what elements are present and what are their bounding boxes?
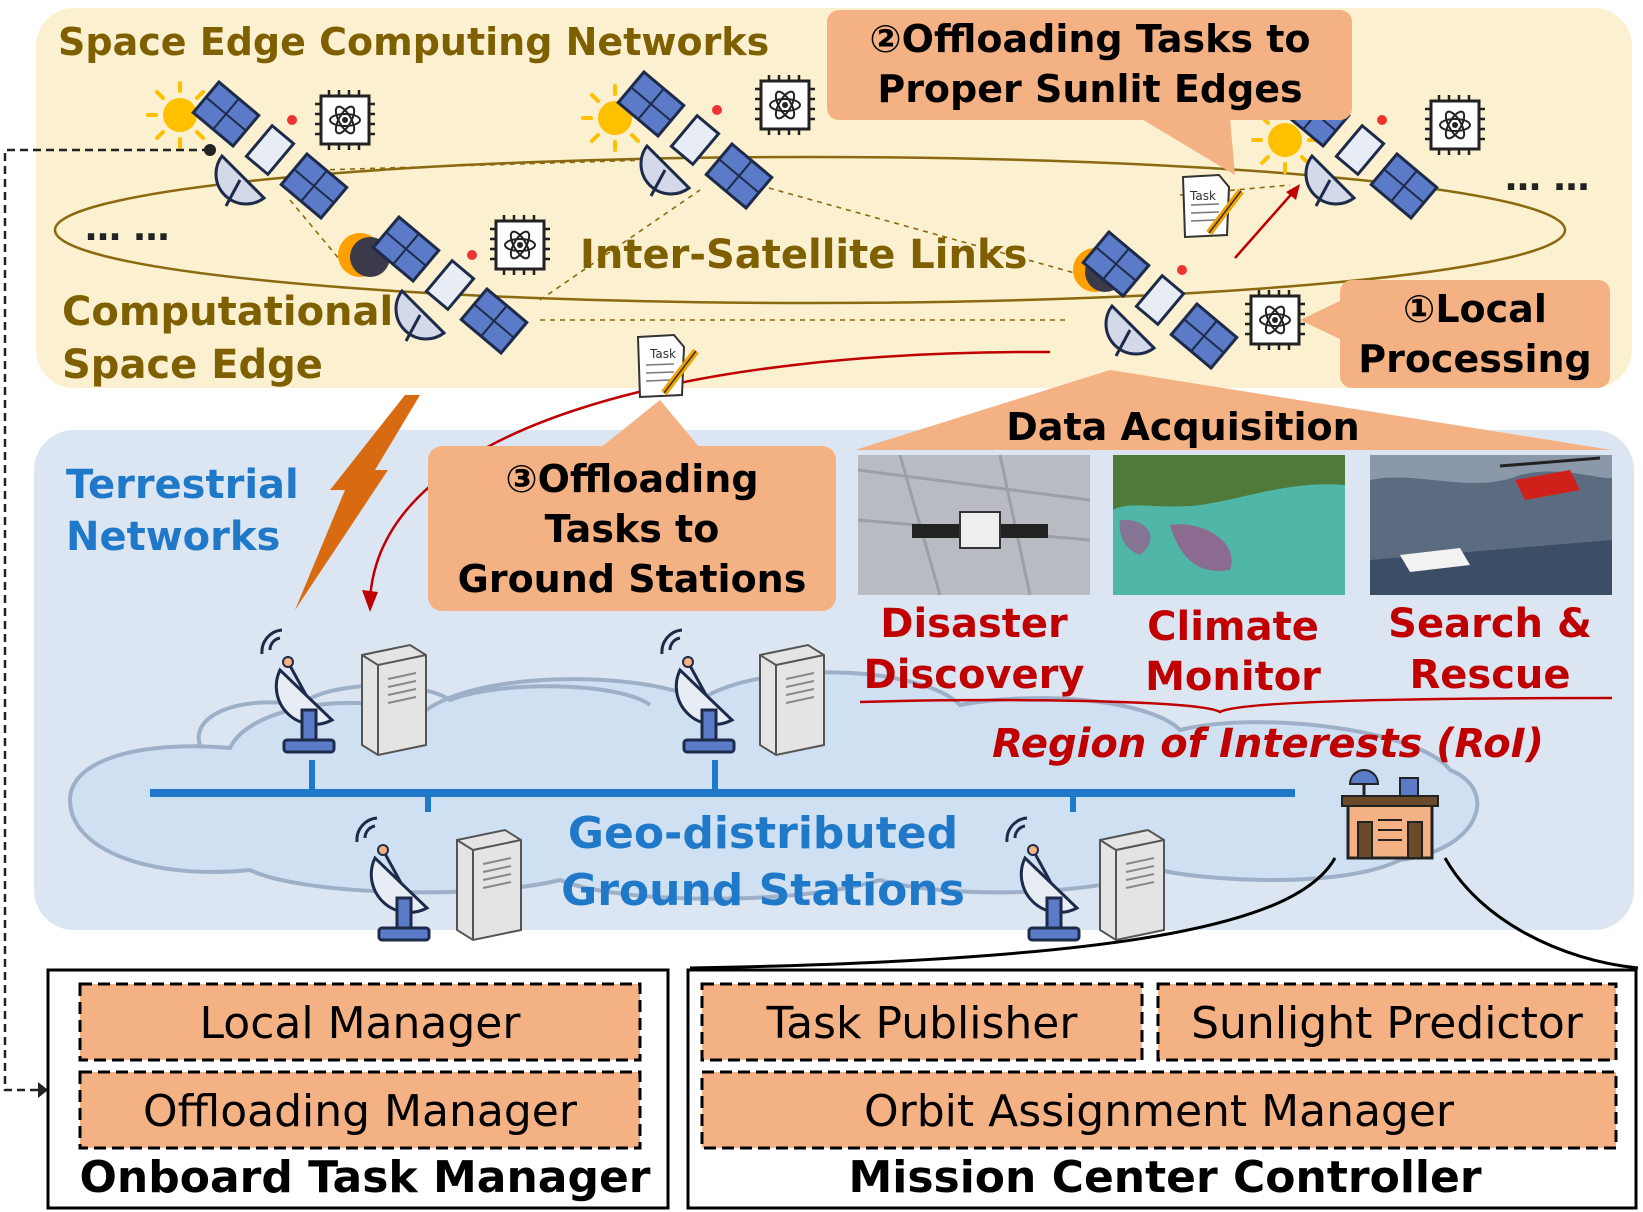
disaster-image xyxy=(857,454,1091,596)
data-acquisition-wedge xyxy=(855,370,1612,450)
offloading-manager-label: Offloading Manager xyxy=(143,1086,578,1137)
callout-local-line1: ①Local xyxy=(1403,287,1547,331)
callout-local-line2: Processing xyxy=(1358,337,1592,381)
mission-center-controller-title: Mission Center Controller xyxy=(848,1152,1481,1203)
local-manager-module xyxy=(78,982,642,1062)
callout-offload-ground xyxy=(428,446,836,611)
task-doc-label: Task xyxy=(649,347,676,361)
local-manager-label: Local Manager xyxy=(200,998,522,1049)
app-disaster-line1: Disaster xyxy=(880,601,1068,647)
orbit-assignment-manager-label: Orbit Assignment Manager xyxy=(864,1086,1455,1137)
server-icon xyxy=(361,644,427,756)
inter-satellite-links-label: Inter-Satellite Links xyxy=(580,232,1027,278)
data-acquisition-title: Data Acquisition xyxy=(1006,405,1359,449)
space-network-title: Space Edge Computing Networks xyxy=(58,20,769,64)
mission-center-building-icon xyxy=(1341,769,1439,860)
callout-offload-ground-line3: Ground Stations xyxy=(458,557,807,601)
terrestrial-title-line2: Networks xyxy=(66,514,280,560)
sunlight-predictor-module xyxy=(1156,982,1618,1062)
sunlight-predictor-label: Sunlight Predictor xyxy=(1191,998,1584,1049)
more-satellites-right: … … xyxy=(1505,158,1590,199)
app-climate-line1: Climate xyxy=(1147,604,1319,650)
processor-chip-icon xyxy=(1243,288,1307,352)
onboard-link-line xyxy=(3,148,210,1092)
orbit-assignment-manager-module xyxy=(700,1070,1618,1150)
zoom-line-right xyxy=(1443,857,1639,970)
space-edge-label-line2: Space Edge xyxy=(62,342,323,388)
callout-offload-ground-line1: ③Offloading xyxy=(505,457,758,501)
ground-stations-label-line1: Geo-distributed xyxy=(568,808,958,859)
offloading-manager-module xyxy=(78,1070,642,1150)
server-icon xyxy=(759,644,825,756)
climate-image xyxy=(1113,455,1345,595)
orbit-ellipse xyxy=(53,155,1567,305)
space-edge-label-line1: Computational xyxy=(62,289,393,335)
ground-stations-label-line2: Ground Stations xyxy=(561,865,965,916)
rescue-image xyxy=(1370,455,1612,595)
processor-chip-icon xyxy=(1423,93,1487,157)
processor-chip-icon xyxy=(488,213,552,277)
task-publisher-label: Task Publisher xyxy=(766,998,1079,1049)
callout-offload-ground-line2: Tasks to xyxy=(545,507,720,551)
zoom-line-left xyxy=(689,857,1337,970)
app-climate-line2: Monitor xyxy=(1145,654,1321,700)
callout-offload-sunlit-line1: ②Offloading Tasks to xyxy=(869,17,1310,61)
app-rescue-line2: Rescue xyxy=(1409,652,1570,698)
offload-ground-arrow xyxy=(368,350,1051,601)
server-icon xyxy=(1099,829,1165,941)
processor-chip-icon xyxy=(313,88,377,152)
processor-chip-icon xyxy=(753,73,817,137)
app-disaster-line2: Discovery xyxy=(864,652,1085,698)
server-icon xyxy=(456,829,522,941)
roi-brace xyxy=(859,696,1613,714)
onboard-task-manager-title: Onboard Task Manager xyxy=(80,1152,651,1203)
task-publisher-module xyxy=(700,982,1144,1062)
inter-satellite-link-lines xyxy=(289,159,1291,321)
callout-offload-sunlit xyxy=(827,10,1352,120)
terrestrial-title-line1: Terrestrial xyxy=(66,462,299,508)
callout-offload-sunlit-line2: Proper Sunlit Edges xyxy=(877,67,1302,111)
task-doc-label: Task xyxy=(1189,189,1216,203)
more-satellites-left: … … xyxy=(85,208,170,249)
app-rescue-line1: Search & xyxy=(1388,601,1592,647)
offload-sunlit-arrow xyxy=(1234,189,1296,259)
downlink-lightning-icon xyxy=(295,395,420,610)
roi-label: Region of Interests (RoI) xyxy=(992,721,1544,767)
callout-local-processing xyxy=(1340,280,1610,388)
